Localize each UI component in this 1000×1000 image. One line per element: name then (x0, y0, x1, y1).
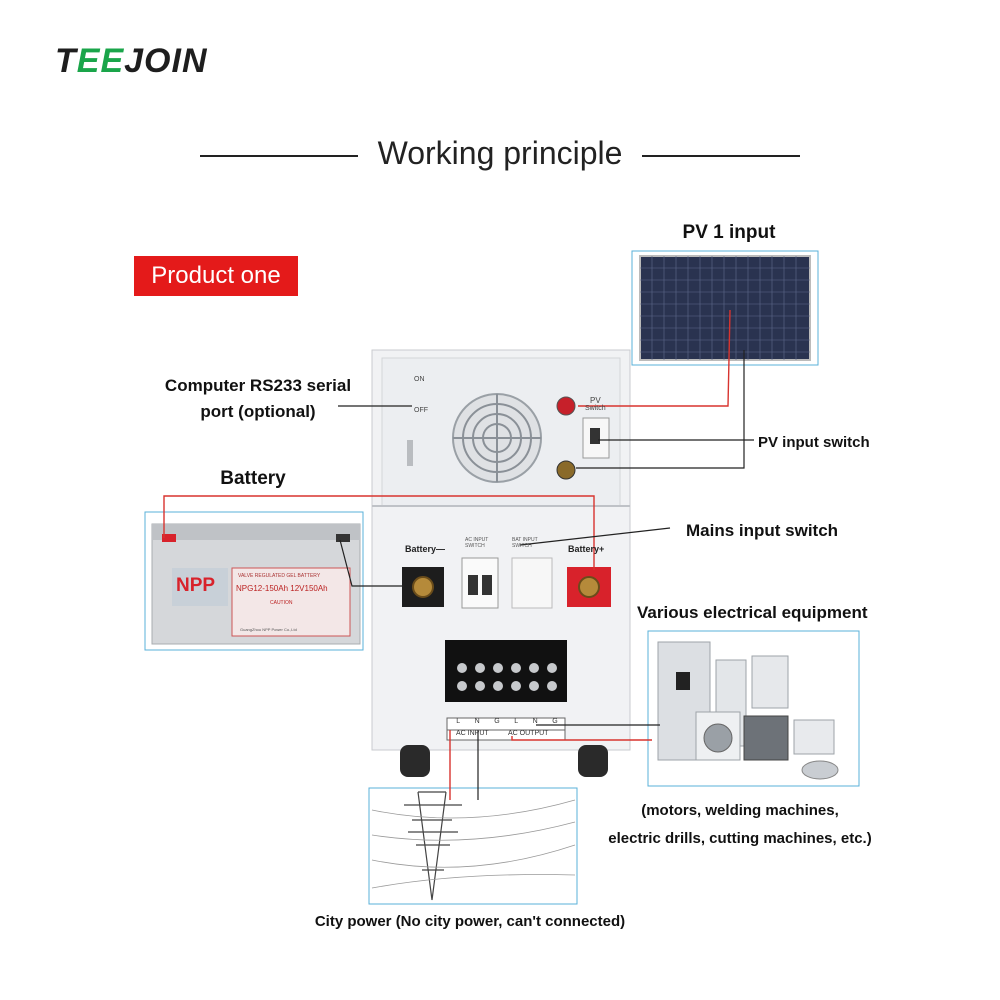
ac-input-label: AC INPUT (456, 730, 489, 737)
logo-part-ee: EE (76, 42, 125, 80)
equipment-note: (motors, welding machines, electric dril… (608, 802, 872, 847)
city-power-frame (368, 787, 578, 905)
pv-panel-grid (640, 256, 810, 360)
pv-input-label: PV 1 input (682, 222, 776, 243)
device-battery-neg-label: Battery— (405, 544, 446, 554)
title-rule-right (642, 155, 800, 157)
city-power-label: City power (No city power, can't connect… (314, 913, 626, 930)
wheel-right (578, 745, 608, 777)
pv-switch-label: PV input switch (758, 434, 870, 451)
leader-lines (338, 350, 754, 800)
device-ac-input-switch-label: AC INPUT SWITCH (465, 537, 489, 549)
device-pv-label: PV (590, 396, 601, 405)
ac-input-breaker (461, 557, 499, 609)
pv-panel (639, 255, 811, 361)
battery-maker: GuangZhou NPP Power Co.,Ltd (240, 627, 297, 632)
pv-negative-terminal (556, 460, 576, 480)
device-bat-input-switch-label: BAT INPUT SWITCH (512, 537, 538, 549)
battery-model: NPG12-150Ah 12V150Ah (236, 584, 328, 593)
rs233-label: Computer RS233 serial port (optional) (164, 376, 352, 421)
wheel-left (400, 745, 430, 777)
fan-grille (453, 394, 541, 482)
battery-type: VALVE REGULATED GEL BATTERY (238, 573, 321, 579)
device-off-label: OFF (414, 407, 428, 414)
product-badge: Product one (134, 256, 298, 296)
battery-brand: NPP (176, 575, 216, 596)
brand-logo: TEEJOIN (55, 42, 208, 81)
title-rule-left (200, 155, 358, 157)
vacuum-icon (801, 760, 839, 780)
battery-label: Battery (220, 468, 286, 489)
microwave-icon (793, 719, 835, 755)
power-lines (371, 799, 576, 889)
terminal-letters: L N G L N G (456, 718, 558, 725)
logo-part-join: JOIN (124, 42, 208, 80)
bat-input-slot (511, 557, 553, 609)
equipment-label: Various electrical equipment (637, 603, 868, 622)
terminal-screws (457, 663, 557, 691)
device-switch-label: Switch (585, 405, 606, 412)
rs232-port (407, 440, 413, 466)
device-battery-pos-label: Battery+ (568, 544, 605, 554)
device-on-label: ON (414, 376, 425, 383)
logo-part-t: T (55, 42, 77, 80)
pv-positive-terminal (556, 396, 576, 416)
red-wires (163, 309, 731, 800)
ac-output-label: AC OUTPUT (508, 730, 549, 737)
brand-logo-text: TEEJOIN (55, 42, 208, 80)
oven-icon (743, 715, 789, 761)
power-tower-icon (404, 791, 462, 901)
cabinet-icon (751, 655, 789, 709)
battery-caution: CAUTION (270, 600, 293, 606)
mains-switch-label: Mains input switch (686, 521, 839, 540)
page-title: Working principle (377, 135, 623, 171)
